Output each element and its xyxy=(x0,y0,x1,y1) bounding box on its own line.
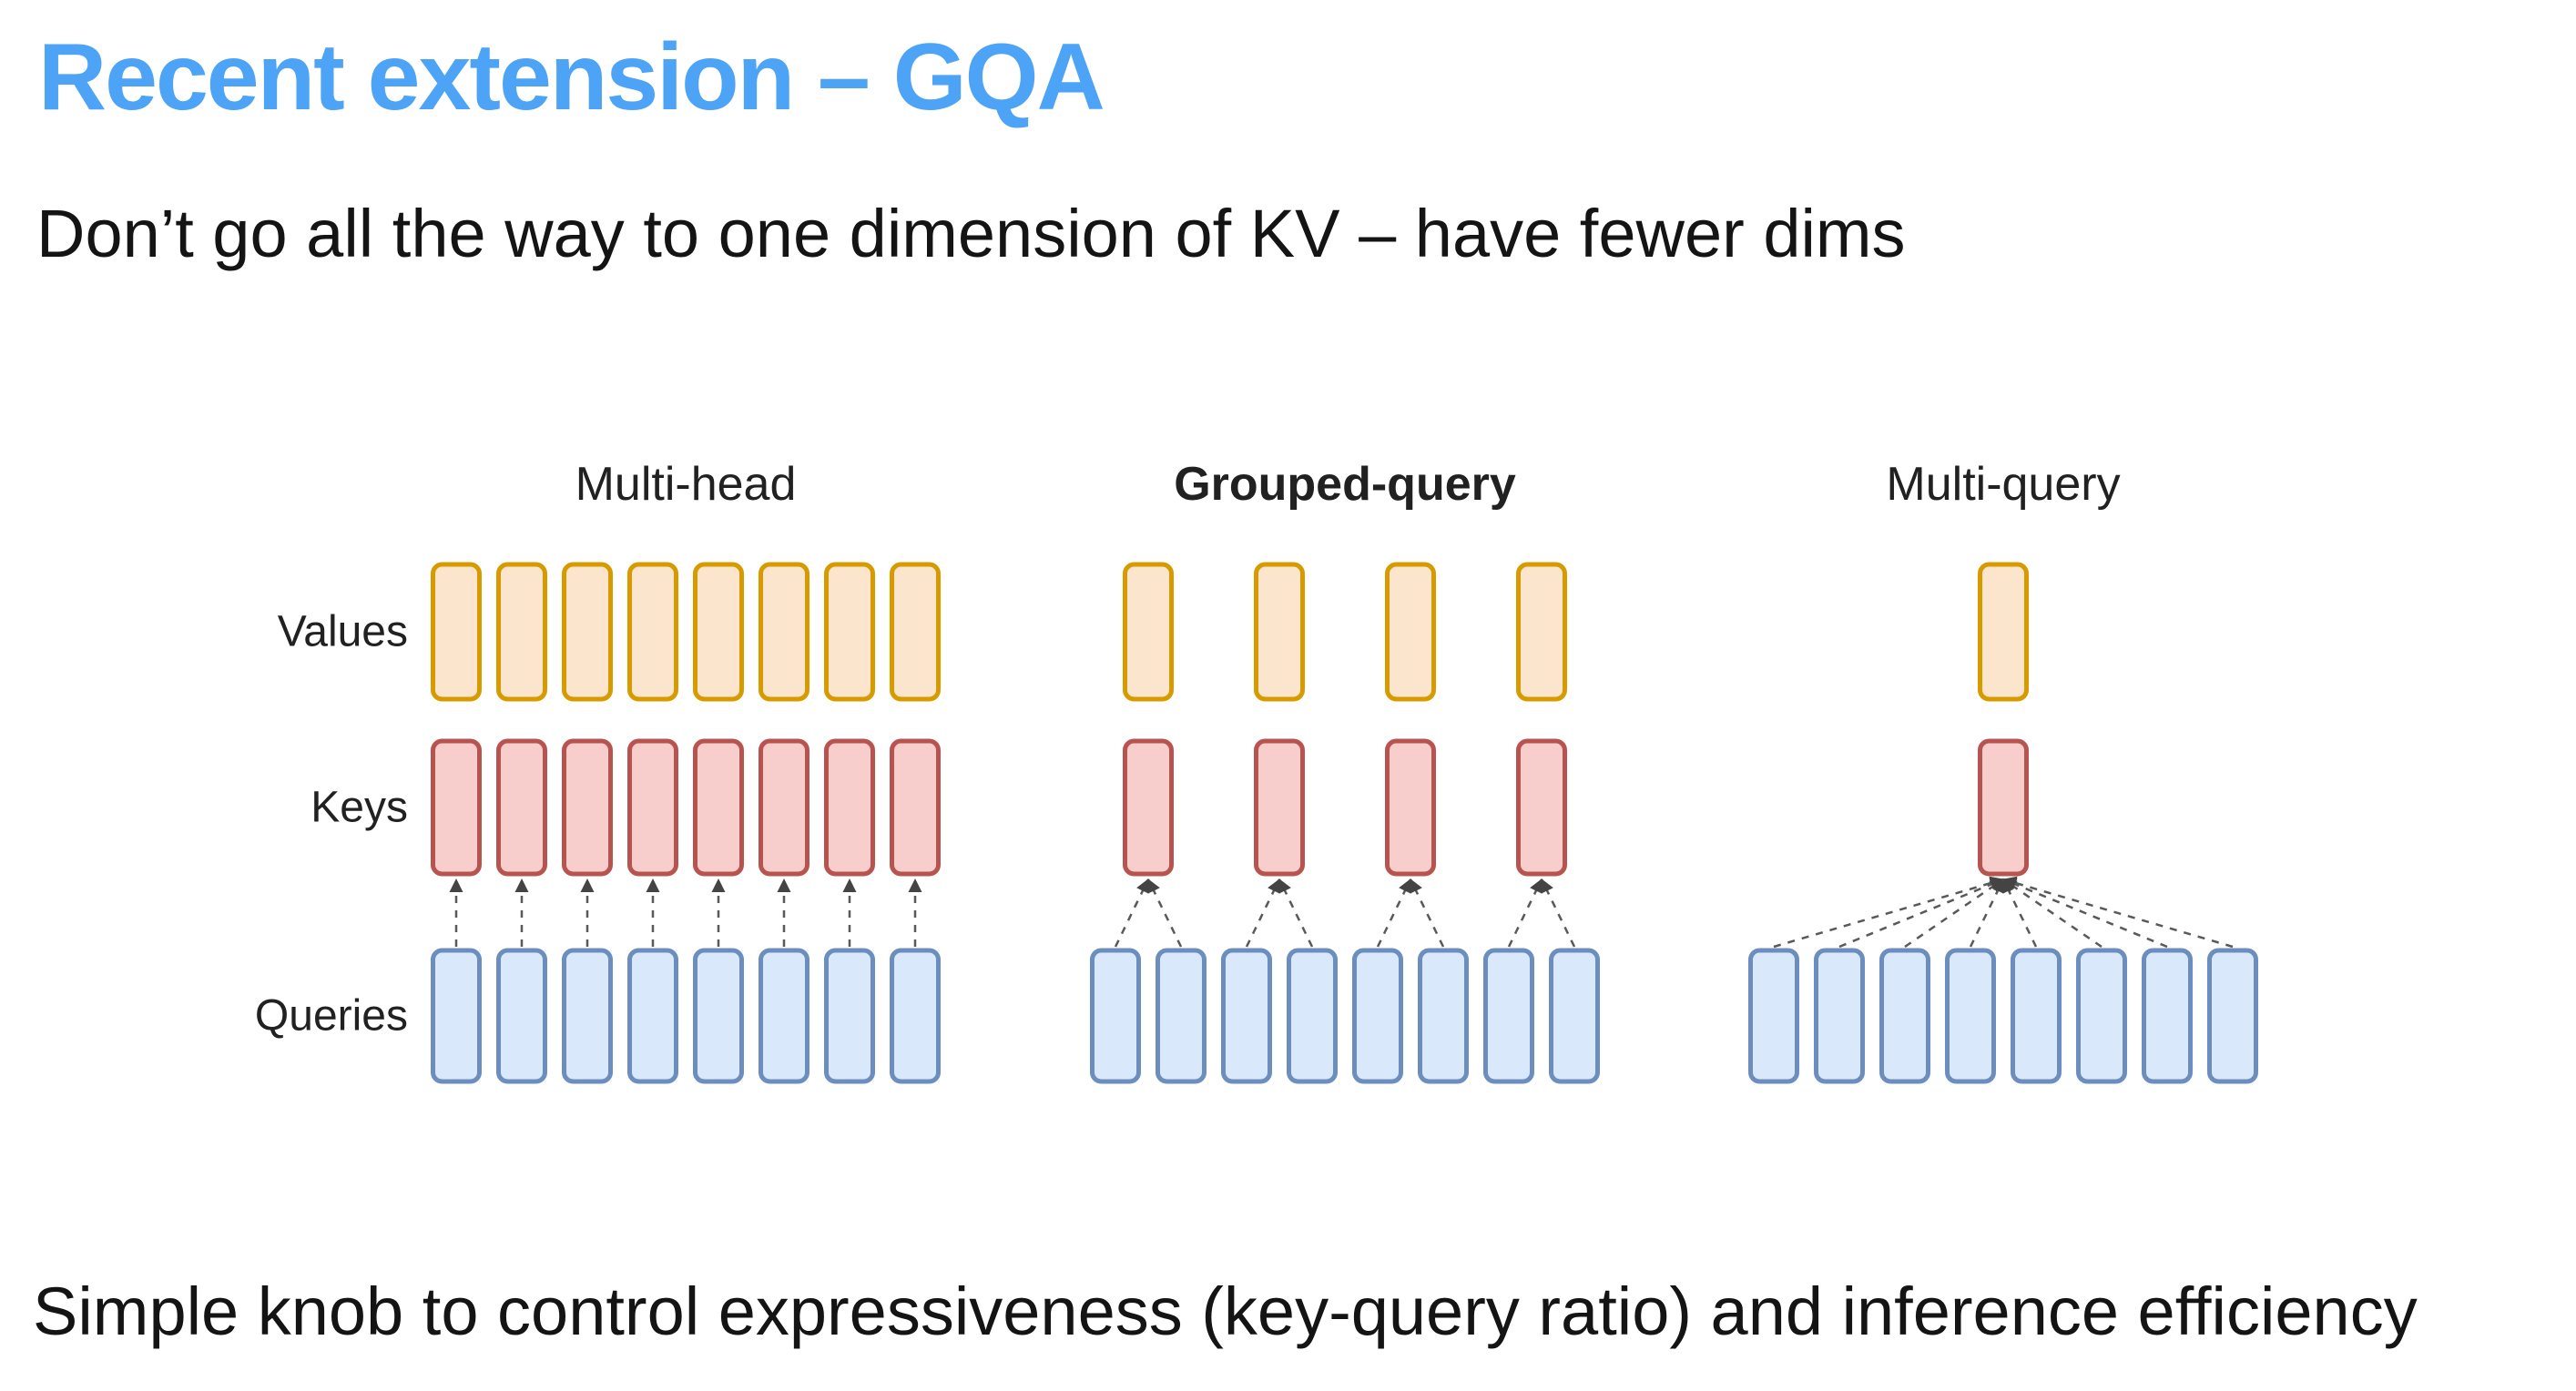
value-bar xyxy=(890,562,941,702)
query-bar xyxy=(1418,948,1469,1084)
key-bar xyxy=(562,738,613,877)
query-bar xyxy=(1090,948,1141,1084)
key-query-connector xyxy=(1245,878,1281,948)
key-query-connector xyxy=(2002,878,2168,949)
query-bar xyxy=(1221,948,1272,1084)
key-query-connector xyxy=(1146,878,1183,948)
query-bar xyxy=(1483,948,1534,1084)
value-bar xyxy=(1978,562,2029,702)
query-bar xyxy=(431,948,482,1084)
key-query-connector xyxy=(2001,878,2038,948)
row-label-queries: Queries xyxy=(255,992,408,1041)
footnote: Simple knob to control expressiveness (k… xyxy=(33,1274,2418,1349)
column-grouped-query: Grouped-query xyxy=(1090,458,1600,1084)
value-bar xyxy=(627,562,678,702)
key-bar xyxy=(627,738,678,877)
value-bar xyxy=(562,562,613,702)
value-bar xyxy=(1516,562,1567,702)
key-bar xyxy=(824,738,875,877)
value-bar xyxy=(1123,562,1174,702)
key-bar xyxy=(1123,738,1174,877)
value-bar xyxy=(1254,562,1305,702)
column-multi-head: Multi-head xyxy=(431,458,941,1084)
value-bar xyxy=(759,562,809,702)
subtitle: Don’t go all the way to one dimension of… xyxy=(36,196,1906,271)
query-bar xyxy=(1814,948,1865,1084)
key-bar xyxy=(1385,738,1436,877)
row-label-keys: Keys xyxy=(311,784,408,832)
query-bar xyxy=(2076,948,2127,1084)
query-bar xyxy=(759,948,809,1084)
query-bar xyxy=(2142,948,2193,1084)
query-bar xyxy=(824,948,875,1084)
column-multi-query: Multi-query xyxy=(1748,458,2258,1084)
query-bar xyxy=(2207,948,2258,1084)
key-bar xyxy=(890,738,941,877)
query-bar xyxy=(1352,948,1403,1084)
page-title: Recent extension – GQA xyxy=(38,25,1105,130)
query-bar xyxy=(627,948,678,1084)
key-bar xyxy=(431,738,482,877)
query-bar xyxy=(1287,948,1338,1084)
column-header: Grouped-query xyxy=(1174,458,1516,511)
query-bar xyxy=(2011,948,2062,1084)
query-bar xyxy=(693,948,744,1084)
key-query-connector xyxy=(2002,876,2234,949)
value-bar xyxy=(1385,562,1436,702)
query-bar xyxy=(1156,948,1207,1084)
value-bar xyxy=(496,562,547,702)
query-bar xyxy=(562,948,613,1084)
query-bar xyxy=(1748,948,1799,1084)
key-bar xyxy=(759,738,809,877)
key-query-connector xyxy=(1114,878,1150,948)
key-query-connector xyxy=(1507,878,1543,948)
query-bar xyxy=(496,948,547,1084)
key-bar xyxy=(1254,738,1305,877)
key-bar xyxy=(1516,738,1567,877)
key-bar xyxy=(496,738,547,877)
key-bar xyxy=(693,738,744,877)
query-bar xyxy=(890,948,941,1084)
key-query-connector xyxy=(1969,878,2005,948)
value-bar xyxy=(431,562,482,702)
key-query-connector xyxy=(1409,878,1445,948)
query-bar xyxy=(1945,948,1996,1084)
column-header: Multi-head xyxy=(575,458,797,511)
query-bar xyxy=(1879,948,1930,1084)
query-bar xyxy=(1549,948,1600,1084)
key-query-connector xyxy=(2002,878,2103,949)
key-query-connector xyxy=(1278,878,1314,948)
value-bar xyxy=(693,562,744,702)
key-query-connector xyxy=(1838,878,2004,949)
row-label-values: Values xyxy=(278,608,408,656)
value-bar xyxy=(824,562,875,702)
key-query-connector xyxy=(1540,878,1576,948)
column-header: Multi-query xyxy=(1886,458,2120,511)
key-query-connector xyxy=(1376,878,1412,948)
key-query-connector xyxy=(1773,876,2004,949)
key-query-connector xyxy=(1904,878,2004,949)
key-bar xyxy=(1978,738,2029,877)
